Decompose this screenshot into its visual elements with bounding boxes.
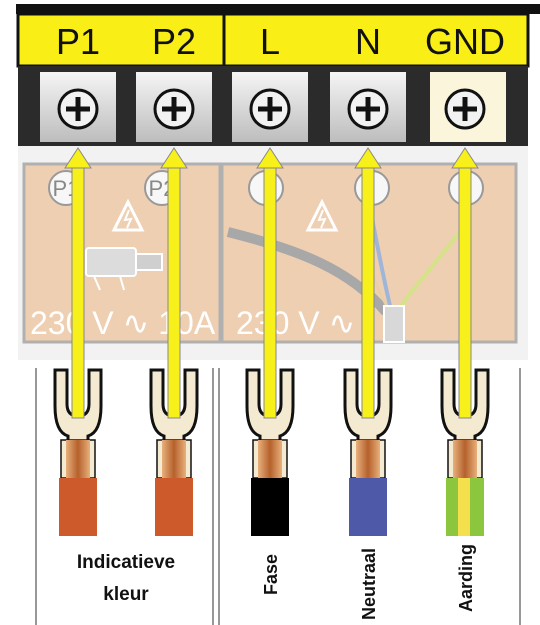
terminal-label-l: L <box>260 21 280 62</box>
screw-slot <box>258 97 282 121</box>
terminal-l <box>232 72 308 142</box>
arrow-shaft-n <box>361 157 375 419</box>
screw-slot <box>66 97 90 121</box>
terminal-label-gnd: GND <box>425 21 505 62</box>
wire-insulation-blue <box>349 478 387 536</box>
terminal-label-p2: P2 <box>152 21 196 62</box>
terminal-label-p1: P1 <box>56 21 100 62</box>
arrow-head-gnd <box>451 147 479 169</box>
terminal-gnd <box>430 72 506 142</box>
warning-icon <box>305 198 339 232</box>
label-indicative-line1: Indicatieve <box>77 552 175 573</box>
label-earth: Aarding <box>456 544 476 612</box>
connection-arrows <box>64 147 479 419</box>
screw-slot <box>162 97 186 121</box>
arrow-shaft-p1 <box>71 157 85 419</box>
wire-copper-core <box>258 440 282 480</box>
terminal-header: P1 P2 L N GND <box>16 12 530 68</box>
terminal-p1 <box>40 72 116 142</box>
wire-insulation-green-yellow <box>446 478 484 536</box>
screw-slot <box>453 97 477 121</box>
wire-copper-core <box>356 440 380 480</box>
top-bar <box>16 4 540 14</box>
cable-sleeve <box>383 305 405 343</box>
label-neutral: Neutraal <box>359 548 379 620</box>
arrow-shaft-l <box>263 157 277 419</box>
arrow-head-n <box>354 147 382 169</box>
wire-insulation-red <box>155 478 193 536</box>
screw-slot <box>356 97 380 121</box>
wire-insulation-red <box>59 478 97 536</box>
warning-icon <box>111 198 145 232</box>
terminal-n <box>330 72 406 142</box>
arrow-head-p1 <box>64 147 92 169</box>
separator-lines <box>35 368 521 625</box>
arrow-head-l <box>256 147 284 169</box>
voltage-rating-right: 230 V ∿ <box>236 305 355 341</box>
arrow-shaft-gnd <box>458 157 472 419</box>
terminal-label-n: N <box>355 21 381 62</box>
arrow-head-p2 <box>160 147 188 169</box>
wire-copper-core <box>453 440 477 480</box>
terminal-block <box>18 66 528 146</box>
wires <box>59 439 484 536</box>
terminal-p2 <box>136 72 212 142</box>
voltage-rating-left: 230 V ∿ 10A <box>30 305 216 341</box>
arrow-shaft-p2 <box>167 157 181 419</box>
header-right-block <box>222 12 530 68</box>
wire-labels: Indicatieve kleur Fase Neutraal Aarding <box>77 544 476 620</box>
wire-copper-core <box>66 440 90 480</box>
relay-component <box>85 247 163 291</box>
wire-copper-core <box>162 440 186 480</box>
label-phase: Fase <box>261 554 281 595</box>
fork-terminals <box>53 368 490 444</box>
wire-insulation-black <box>251 478 289 536</box>
label-indicative-line2: kleur <box>103 584 149 605</box>
